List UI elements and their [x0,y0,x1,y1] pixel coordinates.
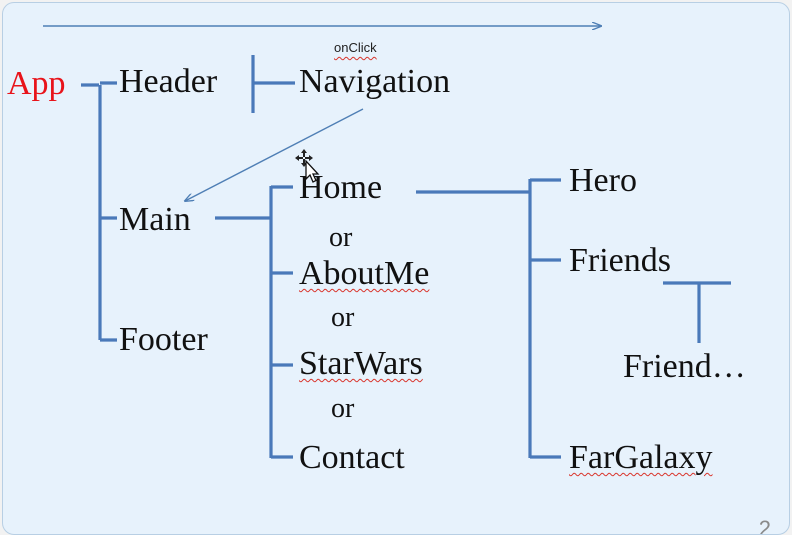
node-app: App [7,65,66,102]
node-friends: Friends [569,242,671,279]
separator-or: or [329,222,353,253]
node-friend: Friend… [623,348,746,385]
node-fargalaxy: FarGalaxy [569,439,713,476]
tree-connectors [43,3,731,459]
node-hero: Hero [569,162,637,199]
slide-number: 2 [758,516,771,535]
onclick-arrow [185,108,364,201]
separator-or: or [331,393,355,424]
onclick-label: onClick [334,40,377,55]
node-aboutme: AboutMe [299,255,430,292]
node-navigation: Navigation [299,63,451,100]
node-contact: Contact [299,439,405,476]
node-main: Main [119,201,191,238]
node-starwars: StarWars [299,345,423,382]
node-header: Header [119,63,218,100]
separator-or: or [331,302,355,333]
move-cursor-icon [295,149,320,183]
node-footer: Footer [119,321,208,358]
